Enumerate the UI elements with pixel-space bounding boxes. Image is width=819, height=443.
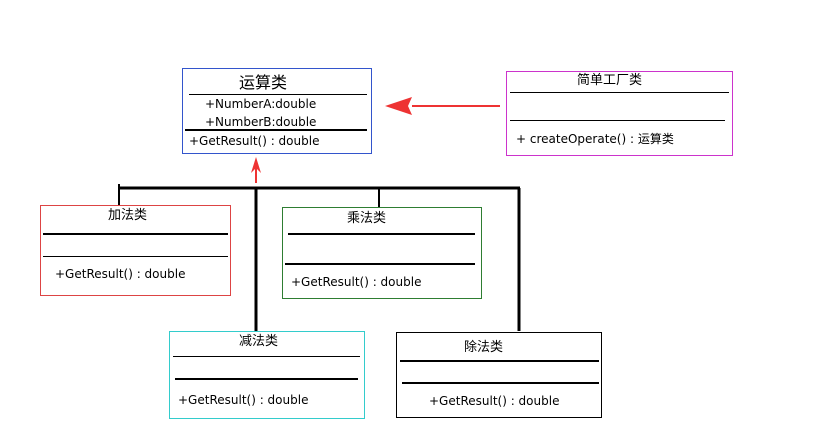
mul-class-box: 乘法类 +GetResult() : double [282, 207, 482, 299]
factory-class-box: 简单工厂类 + createOperate() : 运算类 [506, 71, 733, 156]
div-class-name: 除法类 [464, 340, 504, 355]
mul-class-name: 乘法类 [347, 211, 387, 226]
factory-divider-2 [510, 120, 725, 121]
add-method: +GetResult() : double [55, 267, 186, 281]
sub-class-box: 减法类 +GetResult() : double [169, 331, 365, 419]
mul-method: +GetResult() : double [291, 275, 422, 289]
operation-class-box: 运算类 +NumberA:double +NumberB:double +Get… [182, 68, 372, 154]
div-divider-2 [402, 382, 599, 384]
add-divider-2 [43, 256, 228, 257]
factory-method: + createOperate() : 运算类 [516, 132, 674, 146]
div-divider-1 [400, 360, 599, 362]
sub-divider-1 [173, 356, 360, 357]
operation-divider-2 [185, 129, 367, 131]
operation-attribute-a: +NumberA:double [205, 97, 317, 111]
mul-divider-1 [288, 233, 475, 235]
sub-method: +GetResult() : double [178, 393, 309, 407]
sub-class-name: 减法类 [239, 334, 279, 349]
dependency-arrow-head [385, 97, 412, 115]
operation-divider-1 [189, 94, 367, 95]
add-divider-1 [43, 233, 228, 235]
factory-divider-1 [510, 92, 729, 93]
div-class-box: 除法类 +GetResult() : double [396, 332, 602, 418]
factory-class-name: 简单工厂类 [577, 73, 643, 88]
div-method: +GetResult() : double [429, 394, 560, 408]
operation-attribute-b: +NumberB:double [205, 115, 317, 129]
inheritance-arrow-head [251, 157, 261, 173]
operation-method: +GetResult() : double [189, 134, 320, 148]
add-class-name: 加法类 [108, 208, 148, 223]
mul-divider-2 [285, 263, 475, 265]
add-class-box: 加法类 +GetResult() : double [40, 205, 231, 296]
operation-class-name: 运算类 [239, 73, 288, 92]
sub-divider-2 [175, 378, 358, 380]
